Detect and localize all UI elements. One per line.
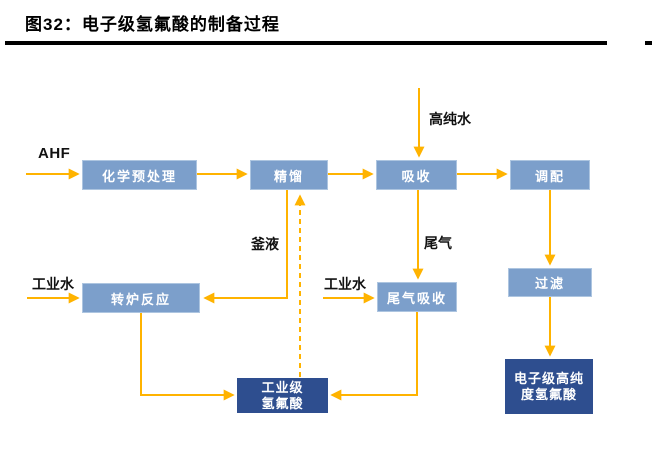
node-electronic-grade-hf-label-line1: 电子级高纯: [513, 370, 584, 386]
node-blending-label: 调配: [534, 168, 565, 184]
node-filtration: 过滤: [508, 268, 592, 297]
edge-tailgasabsorption-to-industrialhf: [330, 312, 418, 401]
stream-label-industrial-water-left: 工业水: [32, 276, 74, 292]
node-chemical-pretreatment: 化学预处理: [82, 160, 197, 190]
figure-title: 图32：电子级氢氟酸的制备过程: [25, 15, 280, 34]
node-blending: 调配: [510, 160, 590, 190]
title-rule-end-mark: [645, 41, 652, 45]
node-industrial-grade-hf: 工业级 氢氟酸: [237, 378, 328, 413]
node-electronic-grade-hf-label-line2: 度氢氟酸: [520, 386, 577, 402]
node-distillation-label: 精馏: [273, 168, 304, 184]
node-industrial-grade-hf-label-line2: 氢氟酸: [261, 395, 304, 411]
stream-label-high-purity-water: 高纯水: [429, 111, 471, 127]
node-tail-gas-absorption-label: 尾气吸收: [386, 290, 447, 306]
node-tail-gas-absorption: 尾气吸收: [377, 282, 457, 312]
node-absorption: 吸收: [376, 160, 457, 190]
node-filtration-label: 过滤: [534, 276, 565, 291]
node-industrial-grade-hf-label-line1: 工业级: [261, 379, 304, 395]
stream-label-ahf: AHF: [38, 145, 71, 162]
node-chemical-pretreatment-label: 化学预处理: [101, 168, 177, 184]
stream-label-kettle-liquid: 釜液: [251, 236, 279, 252]
node-electronic-grade-hf: 电子级高纯 度氢氟酸: [505, 359, 593, 414]
stream-label-tail-gas: 尾气: [424, 235, 452, 251]
edge-distillation-to-converter-kettleliquid: [203, 190, 288, 304]
title-rule: [5, 41, 607, 45]
node-converter-reaction-label: 转炉反应: [110, 291, 171, 307]
stream-label-industrial-water-right: 工业水: [324, 276, 366, 292]
node-converter-reaction: 转炉反应: [82, 283, 200, 313]
node-distillation: 精馏: [250, 160, 328, 190]
node-absorption-label: 吸收: [401, 168, 432, 184]
edge-converter-to-industrialhf: [140, 313, 235, 401]
